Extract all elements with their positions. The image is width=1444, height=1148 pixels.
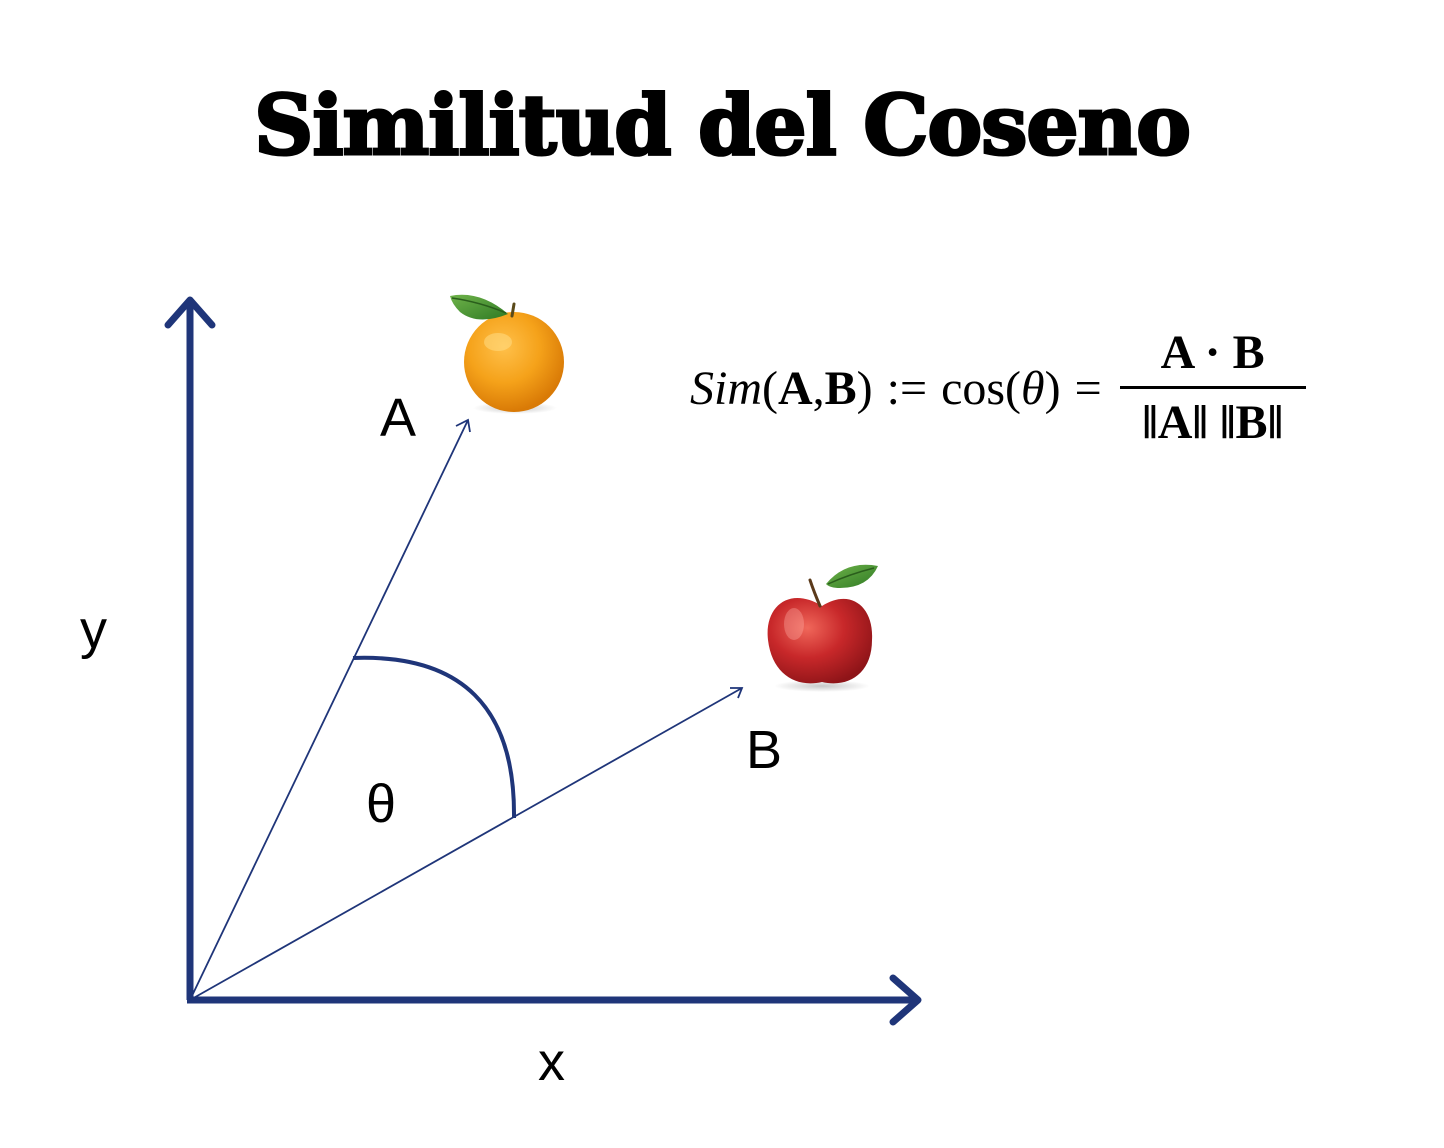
formula-fraction: A · B ‖A‖ ‖B‖	[1119, 325, 1306, 450]
orange-icon	[450, 294, 564, 414]
angle-arc	[352, 655, 517, 819]
vector-b-label: B	[746, 720, 782, 780]
formula-vector-a: A	[777, 361, 813, 415]
axes	[164, 296, 922, 1026]
vector-a	[189, 419, 469, 1001]
page-title: Similitud del Coseno	[253, 77, 1193, 176]
y-axis-label: y	[80, 600, 107, 660]
vector-b	[189, 687, 743, 1001]
formula-open-paren: (	[762, 361, 778, 415]
x-axis-arrowhead	[889, 974, 922, 1026]
vectors	[189, 418, 744, 1001]
y-axis-arrowhead	[164, 296, 216, 329]
angle-label: θ	[366, 774, 396, 834]
formula-cos: cos(	[941, 361, 1022, 415]
vector-a-arrowhead	[455, 418, 471, 433]
formula-equals: =	[1074, 361, 1102, 415]
vector-a-label: A	[380, 388, 416, 448]
formula-numerator: A · B	[1160, 325, 1265, 379]
formula-cos-close: )	[1044, 361, 1061, 415]
formula-fraction-bar	[1119, 385, 1306, 389]
formula-denominator: ‖A‖ ‖B‖	[1142, 395, 1284, 449]
formula-vector-b: B	[824, 361, 857, 415]
formula-close-paren: )	[856, 361, 873, 415]
formula-theta: θ	[1021, 361, 1045, 415]
apple-icon	[767, 564, 878, 692]
vector-b-arrowhead	[730, 687, 744, 699]
formula-comma: ,	[812, 361, 825, 415]
cosine-similarity-formula: Sim(A, B) := cos(θ) = A · B ‖A‖ ‖B‖	[690, 318, 1306, 458]
formula-assign: :=	[886, 361, 928, 415]
formula-sim: Sim	[690, 361, 762, 415]
x-axis-label: x	[538, 1032, 565, 1092]
